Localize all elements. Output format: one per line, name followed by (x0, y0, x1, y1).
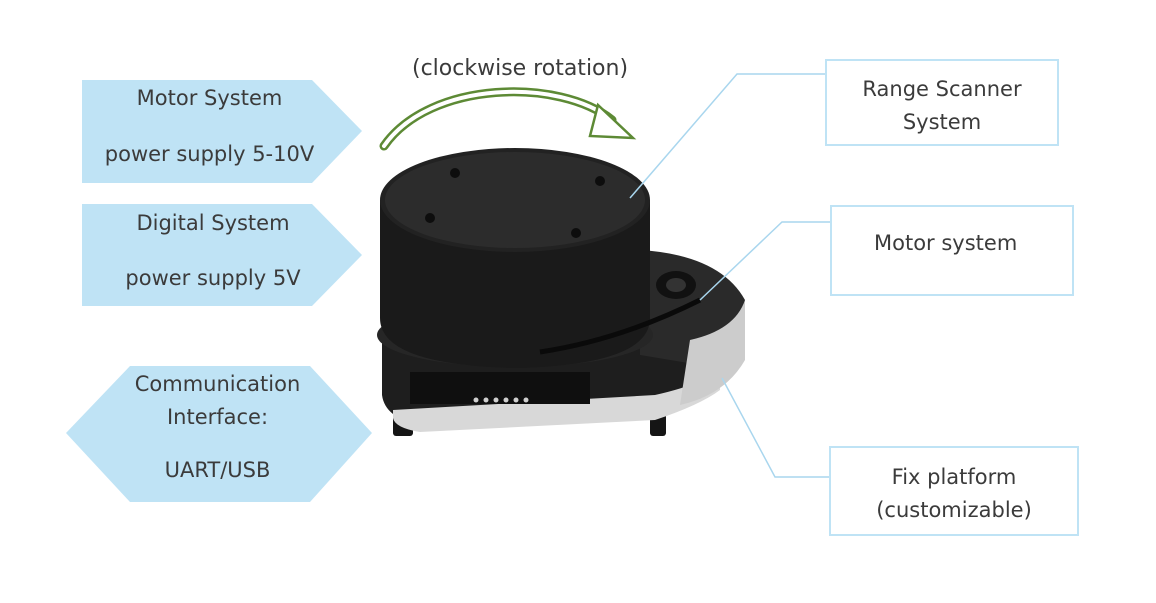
motor-system-line1: Motor system (874, 231, 1018, 255)
motor-supply-arrow-shape (82, 80, 362, 183)
lidar-device-image (377, 148, 745, 436)
communication-line2: Interface: (166, 405, 269, 430)
fix-platform-line2: (customizable) (876, 497, 1032, 522)
communication-line3: UART/USB (164, 458, 271, 483)
rotation-label: (clockwise rotation) (412, 56, 629, 81)
range-scanner-line2: System (902, 109, 982, 134)
fix-platform-line1: Fix platform (891, 465, 1017, 489)
range-scanner-leader-line (629, 73, 825, 199)
fix-platform-box: Fix platform (customizable) (829, 446, 1079, 536)
communication-arrow-shape (66, 366, 372, 502)
motor-system-leader-line (699, 221, 831, 301)
motor-system-box: Motor system (830, 205, 1074, 296)
digital-supply-line2: power supply 5V (125, 266, 301, 291)
motor-supply-line1: Motor System (136, 86, 283, 110)
digital-supply-label: Digital System power supply 5V (82, 211, 344, 291)
motor-supply-label: Motor System power supply 5-10V (82, 86, 337, 167)
clockwise-rotation-arrow-icon (379, 87, 637, 151)
fix-platform-leader-line (721, 377, 829, 478)
communication-label: Communication Interface: UART/USB (100, 372, 335, 484)
communication-line1: Communication (134, 372, 301, 396)
range-scanner-line1: Range Scanner (862, 77, 1022, 101)
range-scanner-box: Range Scanner System (825, 59, 1059, 146)
motor-supply-line2: power supply 5-10V (104, 142, 315, 167)
digital-supply-arrow-shape (82, 204, 362, 306)
digital-supply-line1: Digital System (136, 211, 290, 235)
